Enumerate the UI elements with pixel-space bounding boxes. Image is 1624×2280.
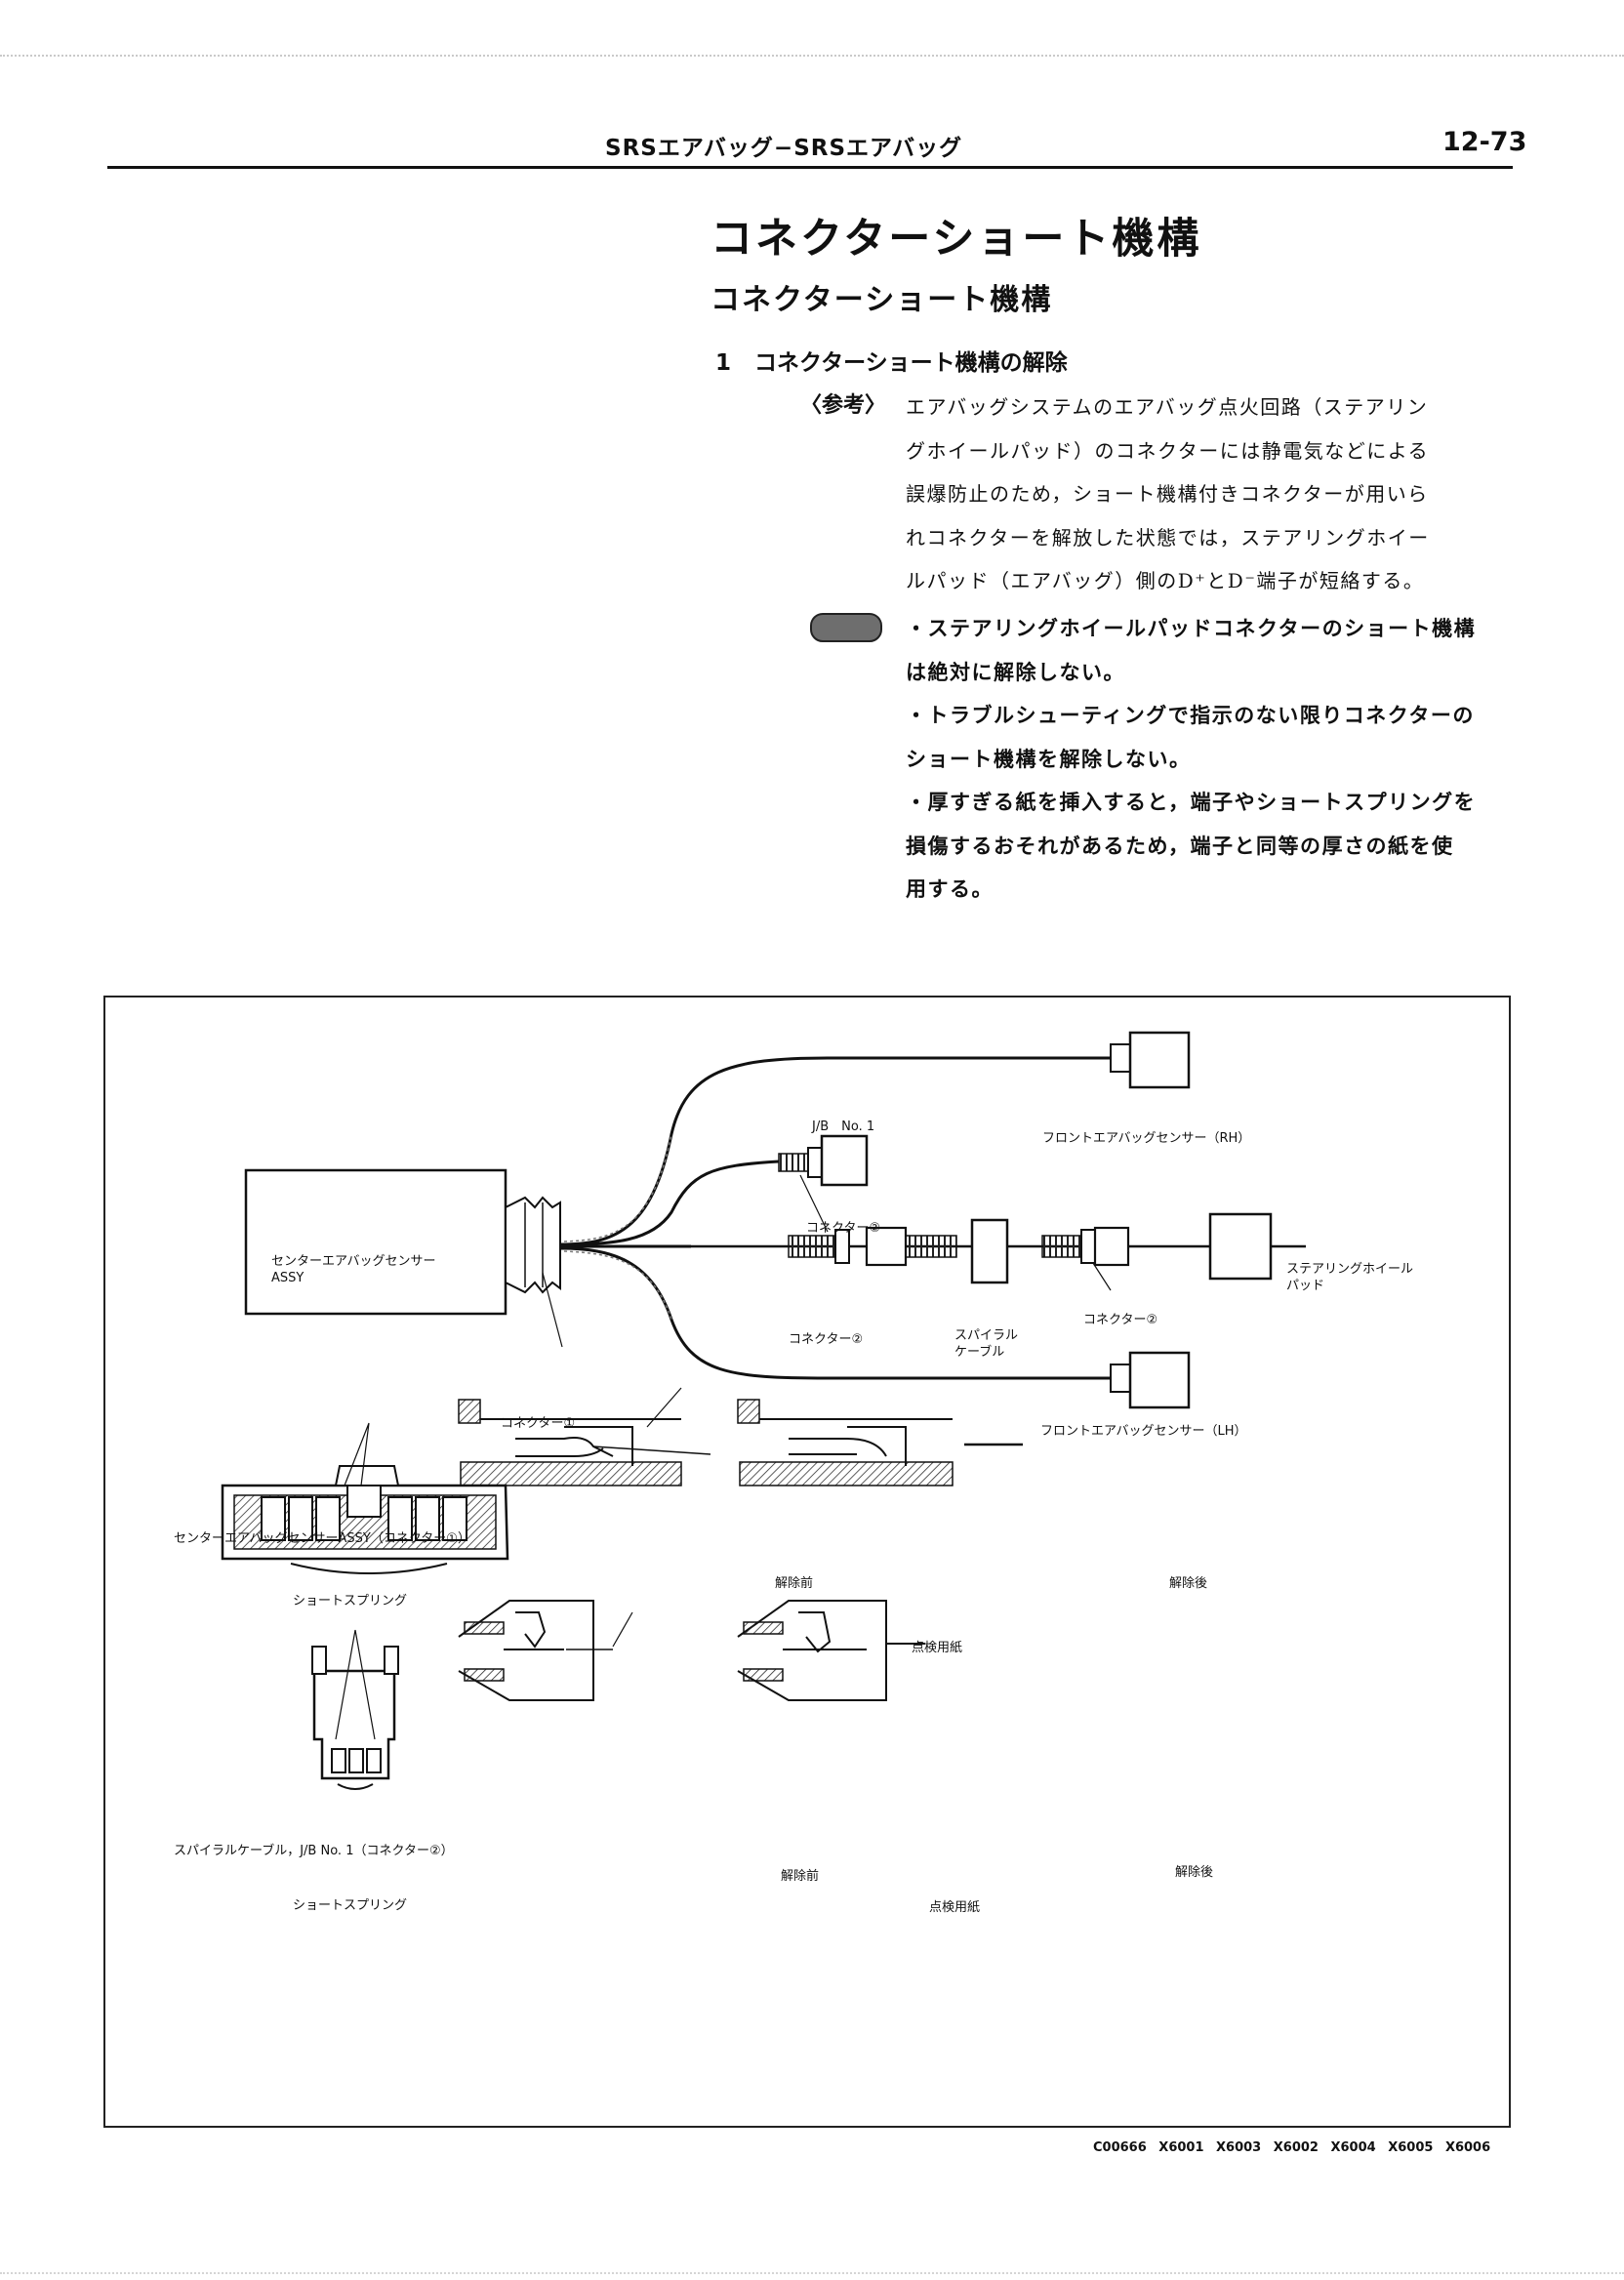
section-2-after-label: 解除後 [1175,1865,1214,1880]
header-rule [107,166,1513,169]
jb-connector-shape [778,1134,869,1187]
section-1-before-label: 解除前 [775,1576,814,1591]
reference-tag: 〈参考〉 [800,393,887,418]
connector-2-mid-label: コネクター② [789,1332,864,1347]
steering-pad-label-line: ステアリングホイール [1286,1262,1414,1277]
scan-noise-top [0,55,1624,61]
subsection-heading: コネクターショート機構 [710,283,1053,317]
scan-noise-bottom [0,2272,1624,2278]
center-sensor-box [244,1168,508,1316]
connector-1-leader [542,1272,563,1348]
reference-line: ルパッド（エアバッグ）側のD⁺とD⁻端子が短絡する。 [906,569,1425,592]
section-2-before-label: 解除前 [781,1869,820,1884]
caution-line: ショート機構を解除しない。 [906,747,1192,771]
page-number: 12-73 [1442,127,1527,157]
caution-line: 損傷するおそれがあるため，端子と同等の厚さの紙を使 [906,834,1454,858]
section-heading: コネクターショート機構 [710,215,1202,264]
section-1-paper-label: 点検用紙 [912,1641,963,1655]
spiral-cable-label-line: スパイラル [954,1328,1019,1343]
reference-line: 誤爆防止のため，ショート機構付きコネクターが用いら [906,482,1429,506]
connector-diagram-svg [221,1031,1306,1790]
reference-line: れコネクターを解放した状態では，ステアリングホイー [906,525,1430,550]
reference-text: エアバッグシステムのエアバッグ点火回路（ステアリン グホイールパッド）のコネクタ… [906,386,1521,603]
front-sensor-rh-shape [1110,1031,1191,1089]
caution-line: 用する。 [906,877,994,901]
spiral-line-connectors [691,1212,1306,1284]
front-sensor-rh-label: フロントエアバッグセンサー（RH） [1042,1131,1251,1146]
section-1-after-label: 解除後 [1169,1576,1208,1591]
caution-item: ・トラブルシューティングで指示のない限りコネクターの ショート機構を解除しない。 [906,694,1521,781]
front-sensor-lh-label: フロントエアバッグセンサー（LH） [1040,1424,1247,1439]
center-sensor-label: センターエアバッグセンサー ASSY [271,1253,435,1286]
connector-2-right-label: コネクター② [1083,1313,1158,1327]
jb-label: J/B No. 1 [812,1120,875,1134]
caution-line: ・トラブルシューティングで指示のない限りコネクターの [906,704,1475,727]
section-2-title: スパイラルケーブル，J/B No. 1（コネクター②） [174,1844,454,1858]
connector-2-right-leader [1092,1262,1112,1291]
section-1-title: センターエアバッグセンサーASSY（コネクター①） [174,1531,470,1546]
step-heading: 1 コネクターショート機構の解除 [715,344,1068,377]
steering-pad-label-line: パッド [1286,1279,1325,1293]
connector-1-after-drawing [737,1399,1023,1486]
caution-line: ・厚すぎる紙を挿入すると，端子やショートスプリングを [906,791,1477,814]
section-1-spring-label: ショートスプリング [293,1594,408,1608]
connector-1-label: コネクター① [501,1416,576,1431]
step-number: 1 [715,350,732,376]
section-2-paper-label: 点検用紙 [929,1900,981,1915]
connector-1-detail-drawing [221,1422,509,1574]
reference-line: エアバッグシステムのエアバッグ点火回路（ステアリン [906,395,1429,419]
connector-diagram-figure: センターエアバッグセンサー ASSY コネクター① J/B No. 1 コネクタ… [103,996,1511,2128]
figure-reference-codes: C00666 X6001 X6003 X6002 X6004 X6005 X60… [1093,2140,1491,2155]
connector-2-before-drawing [458,1600,633,1701]
connector-2-after-drawing [737,1600,925,1701]
steering-pad-label: ステアリングホイール パッド [1286,1261,1413,1294]
center-sensor-label-line: センターエアバッグセンサー [271,1254,436,1269]
spiral-cable-label-line: ケーブル [954,1345,1005,1360]
connector-1-before-drawing [458,1387,711,1486]
connector-2-top-label: コネクター② [806,1221,881,1236]
step-title: コネクターショート機構の解除 [754,350,1068,376]
section-2-spring-label: ショートスプリング [293,1898,408,1913]
caution-list: ・ステアリングホイールパッドコネクターのショート機構 は絶対に解除しない。 ・ト… [906,607,1521,912]
center-sensor-label-line: ASSY [271,1271,304,1285]
wire-harness [559,1056,1111,1380]
connector-2-top-leader [799,1174,829,1233]
caution-line: は絶対に解除しない。 [906,660,1125,684]
caution-badge-icon [810,613,882,642]
caution-line: ・ステアリングホイールパッドコネクターのショート機構 [906,617,1477,640]
caution-item: ・ステアリングホイールパッドコネクターのショート機構 は絶対に解除しない。 [906,607,1521,694]
spiral-cable-label: スパイラル ケーブル [954,1327,1018,1361]
connector-1-shape [505,1196,561,1294]
connector-2-detail-drawing [311,1629,399,1790]
caution-item: ・厚すぎる紙を挿入すると，端子やショートスプリングを 損傷するおそれがあるため，… [906,781,1521,912]
page-header-title: SRSエアバッグ−SRSエアバッグ [605,136,963,161]
front-sensor-lh-shape [1110,1351,1191,1409]
reference-line: グホイールパッド）のコネクターには静電気などによる [906,438,1430,463]
